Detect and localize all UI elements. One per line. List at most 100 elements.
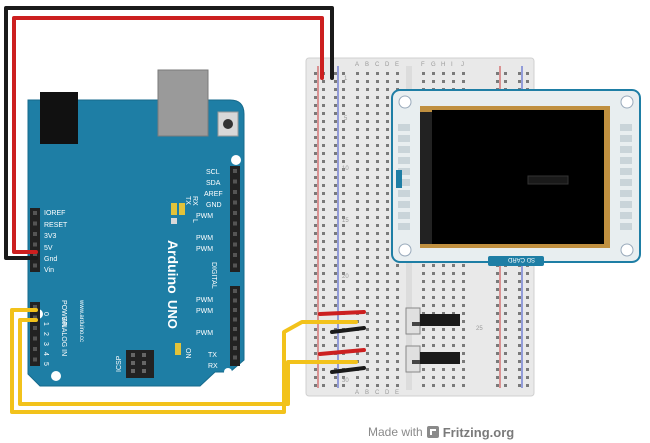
svg-text:I: I <box>451 62 453 68</box>
breadboard-hole <box>356 280 359 283</box>
breadboard-hole <box>518 384 521 387</box>
tft-pad <box>398 201 410 208</box>
breadboard-hole <box>442 384 445 387</box>
breadboard-hole <box>366 304 369 307</box>
breadboard-hole <box>526 344 529 347</box>
breadboard-hole <box>356 88 359 91</box>
breadboard-hole <box>366 248 369 251</box>
breadboard-hole <box>442 368 445 371</box>
breadboard-hole <box>496 80 499 83</box>
breadboard-hole <box>322 368 325 371</box>
breadboard-hole <box>322 128 325 131</box>
breadboard-hole <box>342 128 345 131</box>
breadboard-hole <box>442 312 445 315</box>
breadboard-hole <box>452 344 455 347</box>
breadboard-hole <box>462 312 465 315</box>
breadboard-hole <box>396 264 399 267</box>
breadboard-hole <box>314 256 317 259</box>
breadboard-hole <box>526 312 529 315</box>
breadboard-hole <box>386 72 389 75</box>
header-pin <box>33 263 37 268</box>
svg-text:PWM: PWM <box>196 308 213 315</box>
header-pin <box>233 232 237 236</box>
breadboard-hole <box>356 288 359 291</box>
tft-pad <box>398 190 410 197</box>
breadboard-hole <box>496 376 499 379</box>
svg-text:GND: GND <box>206 202 222 209</box>
breadboard-hole <box>322 336 325 339</box>
breadboard-hole <box>376 320 379 323</box>
breadboard-hole <box>422 328 425 331</box>
breadboard-hole <box>322 168 325 171</box>
breadboard-hole <box>366 72 369 75</box>
breadboard-hole <box>422 384 425 387</box>
breadboard-hole <box>386 208 389 211</box>
breadboard-hole <box>356 112 359 115</box>
breadboard-hole <box>342 256 345 259</box>
breadboard-hole <box>396 352 399 355</box>
breadboard-hole <box>504 72 507 75</box>
breadboard-hole <box>334 304 337 307</box>
breadboard-hole <box>386 280 389 283</box>
breadboard-hole <box>504 376 507 379</box>
breadboard-hole <box>366 384 369 387</box>
svg-text:E: E <box>395 390 399 396</box>
breadboard-hole <box>334 208 337 211</box>
tft-pad <box>620 201 632 208</box>
breadboard-hole <box>376 152 379 155</box>
breadboard-hole <box>504 280 507 283</box>
breadboard-hole <box>356 304 359 307</box>
breadboard-hole <box>334 240 337 243</box>
breadboard-hole <box>462 328 465 331</box>
breadboard-hole <box>504 304 507 307</box>
svg-text:PWM: PWM <box>196 297 213 304</box>
breadboard-hole <box>334 200 337 203</box>
breadboard-hole <box>314 376 317 379</box>
breadboard-hole <box>442 336 445 339</box>
breadboard-hole <box>356 168 359 171</box>
digital-header-top <box>230 166 240 272</box>
svg-text:C: C <box>375 390 380 396</box>
mounting-hole <box>398 95 412 109</box>
breadboard-hole <box>342 168 345 171</box>
breadboard-hole <box>366 376 369 379</box>
breadboard-hole <box>376 136 379 139</box>
breadboard-hole <box>334 120 337 123</box>
breadboard-hole <box>376 160 379 163</box>
breadboard-hole <box>314 248 317 251</box>
breadboard-hole <box>496 272 499 275</box>
digital-header-bottom <box>230 286 240 366</box>
svg-text:A: A <box>355 62 359 68</box>
header-pin <box>233 317 237 322</box>
breadboard-hole <box>366 112 369 115</box>
fritzing-credit[interactable]: Made with Fritzing.org <box>368 424 514 440</box>
breadboard-hole <box>366 160 369 163</box>
breadboard-hole <box>376 312 379 315</box>
breadboard-hole <box>386 80 389 83</box>
breadboard-hole <box>526 376 529 379</box>
breadboard-hole <box>356 216 359 219</box>
breadboard-hole <box>356 296 359 299</box>
breadboard-hole <box>356 232 359 235</box>
breadboard-hole <box>342 192 345 195</box>
breadboard-hole <box>422 272 425 275</box>
breadboard-hole <box>386 104 389 107</box>
breadboard-hole <box>396 80 399 83</box>
breadboard-column-labels: A B C D E F G H I J A B C D E <box>355 62 464 396</box>
breadboard-hole <box>462 72 465 75</box>
breadboard-hole <box>314 296 317 299</box>
breadboard-hole <box>442 288 445 291</box>
breadboard-hole <box>342 160 345 163</box>
breadboard-hole <box>342 336 345 339</box>
tft-chip <box>527 175 569 185</box>
breadboard-hole <box>376 208 379 211</box>
breadboard-hole <box>386 216 389 219</box>
svg-text:3: 3 <box>42 342 49 346</box>
tft-connector <box>396 170 402 188</box>
breadboard-hole <box>376 184 379 187</box>
breadboard-hole <box>334 144 337 147</box>
breadboard-hole <box>386 368 389 371</box>
breadboard-hole <box>462 384 465 387</box>
breadboard-hole <box>342 248 345 251</box>
breadboard-hole <box>366 216 369 219</box>
